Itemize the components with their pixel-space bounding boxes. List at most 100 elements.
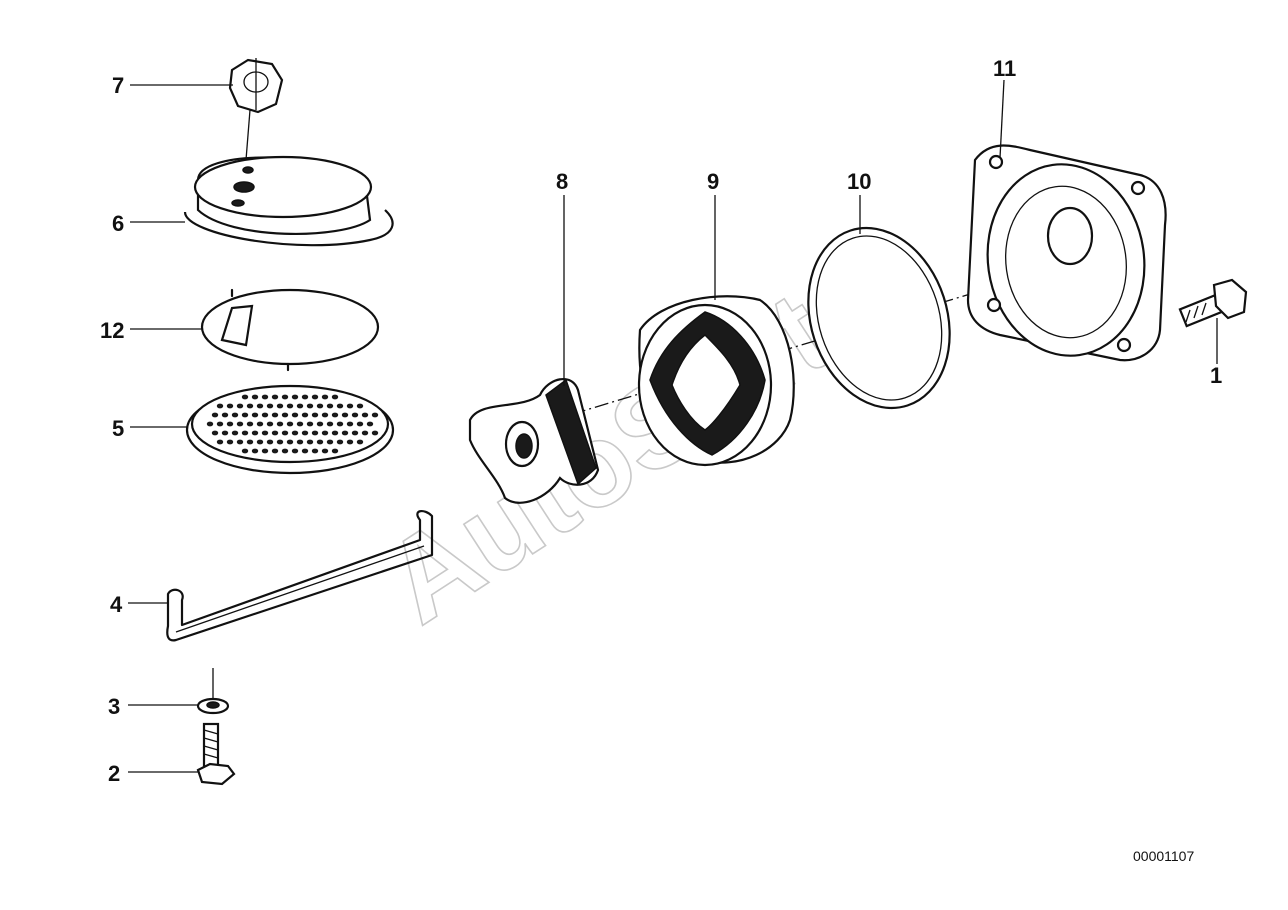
strainer-hole	[306, 421, 314, 427]
strainer-hole	[281, 394, 289, 400]
strainer-holes	[206, 394, 379, 454]
strainer-hole	[331, 412, 339, 418]
strainer-hole	[221, 430, 229, 436]
part-5-strainer-screen	[185, 384, 395, 475]
strainer-hole	[321, 448, 329, 454]
strainer-hole	[266, 403, 274, 409]
part-12-gasket	[200, 288, 380, 372]
strainer-hole	[271, 448, 279, 454]
strainer-hole	[346, 439, 354, 445]
strainer-hole	[261, 430, 269, 436]
strainer-hole	[346, 403, 354, 409]
part-6-cover-cap	[183, 155, 394, 247]
strainer-hole	[236, 403, 244, 409]
strainer-hole	[301, 412, 309, 418]
strainer-hole	[256, 403, 264, 409]
strainer-hole	[331, 394, 339, 400]
callout-7: 7	[112, 73, 124, 98]
strainer-hole	[276, 421, 284, 427]
callout-5: 5	[112, 416, 124, 441]
callout-3: 3	[108, 694, 120, 719]
strainer-hole	[311, 394, 319, 400]
strainer-hole	[321, 430, 329, 436]
strainer-hole	[306, 403, 314, 409]
strainer-hole	[231, 430, 239, 436]
strainer-hole	[276, 439, 284, 445]
callout-11: 11	[993, 56, 1016, 81]
part-3-washer	[196, 668, 230, 715]
strainer-hole	[331, 448, 339, 454]
diagram-reference-number: 00001107	[1133, 848, 1194, 864]
strainer-hole	[346, 421, 354, 427]
part-7-nut	[228, 58, 284, 186]
strainer-hole	[221, 412, 229, 418]
strainer-hole	[251, 430, 259, 436]
strainer-hole	[336, 421, 344, 427]
strainer-hole	[261, 412, 269, 418]
strainer-hole	[241, 430, 249, 436]
strainer-hole	[246, 403, 254, 409]
strainer-hole	[246, 439, 254, 445]
strainer-hole	[236, 421, 244, 427]
strainer-hole	[216, 403, 224, 409]
leader-lines	[128, 79, 1218, 773]
strainer-hole	[361, 412, 369, 418]
strainer-hole	[296, 439, 304, 445]
strainer-hole	[291, 448, 299, 454]
callout-1: 1	[1210, 363, 1222, 388]
strainer-hole	[291, 412, 299, 418]
strainer-hole	[301, 394, 309, 400]
part-2-bolt	[196, 722, 236, 786]
strainer-hole	[241, 394, 249, 400]
strainer-hole	[326, 403, 334, 409]
strainer-hole	[351, 430, 359, 436]
strainer-hole	[326, 439, 334, 445]
strainer-hole	[371, 412, 379, 418]
strainer-hole	[271, 430, 279, 436]
strainer-hole	[281, 448, 289, 454]
strainer-hole	[351, 412, 359, 418]
strainer-hole	[316, 403, 324, 409]
strainer-hole	[311, 430, 319, 436]
strainer-hole	[261, 448, 269, 454]
strainer-hole	[236, 439, 244, 445]
strainer-hole	[211, 412, 219, 418]
callout-8: 8	[556, 169, 568, 194]
strainer-hole	[311, 448, 319, 454]
strainer-hole	[286, 439, 294, 445]
strainer-hole	[356, 439, 364, 445]
strainer-hole	[226, 439, 234, 445]
callout-labels: 7 6 12 5 4 3 2 8 9 10 11 1	[100, 56, 1222, 786]
strainer-hole	[286, 403, 294, 409]
strainer-hole	[206, 421, 214, 427]
strainer-hole	[261, 394, 269, 400]
callout-10: 10	[847, 169, 871, 194]
strainer-hole	[226, 403, 234, 409]
part-9-outer-rotor	[637, 295, 795, 467]
strainer-hole	[356, 403, 364, 409]
strainer-hole	[336, 439, 344, 445]
strainer-hole	[326, 421, 334, 427]
strainer-hole	[341, 412, 349, 418]
strainer-hole	[331, 430, 339, 436]
strainer-hole	[266, 421, 274, 427]
strainer-hole	[321, 412, 329, 418]
part-4-bracket	[166, 510, 434, 642]
strainer-hole	[316, 421, 324, 427]
strainer-hole	[216, 421, 224, 427]
strainer-hole	[266, 439, 274, 445]
strainer-hole	[241, 448, 249, 454]
strainer-hole	[281, 412, 289, 418]
strainer-hole	[241, 412, 249, 418]
strainer-hole	[291, 394, 299, 400]
strainer-hole	[251, 448, 259, 454]
strainer-hole	[251, 394, 259, 400]
strainer-hole	[356, 421, 364, 427]
callout-6: 6	[112, 211, 124, 236]
callout-2: 2	[108, 761, 120, 786]
strainer-hole	[321, 394, 329, 400]
strainer-hole	[311, 412, 319, 418]
strainer-hole	[301, 430, 309, 436]
strainer-hole	[211, 430, 219, 436]
